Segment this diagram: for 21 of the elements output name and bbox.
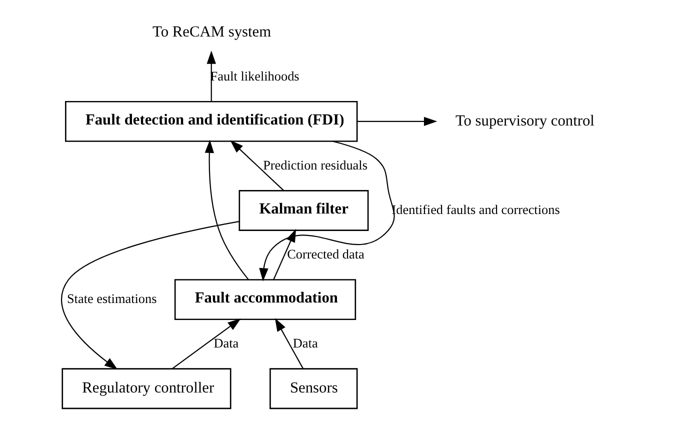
edge-label: Corrected data — [287, 246, 364, 262]
arrow — [61, 220, 240, 370]
arrow — [274, 318, 304, 369]
arrow — [206, 50, 216, 102]
arrow — [259, 140, 395, 282]
edge-label: Prediction residuals — [263, 157, 368, 172]
node-box: Fault detection and identification (FDI) — [65, 100, 358, 142]
edge-label: Data — [292, 336, 318, 351]
edge-label: State estimations — [66, 290, 157, 306]
edge-label: Data — [214, 336, 239, 351]
node-box: Kalman filter — [238, 190, 369, 231]
node-text: To supervisory control — [455, 112, 594, 130]
arrow — [172, 318, 241, 370]
arrow — [357, 116, 438, 126]
node-box: Fault accommodation — [174, 279, 356, 320]
node-box: Sensors — [270, 368, 358, 410]
arrow — [204, 140, 249, 280]
arrow — [273, 228, 296, 280]
node-box: Regulatory controller — [62, 368, 232, 410]
node-text: To ReCAM system — [152, 23, 272, 40]
arrow — [230, 140, 284, 191]
